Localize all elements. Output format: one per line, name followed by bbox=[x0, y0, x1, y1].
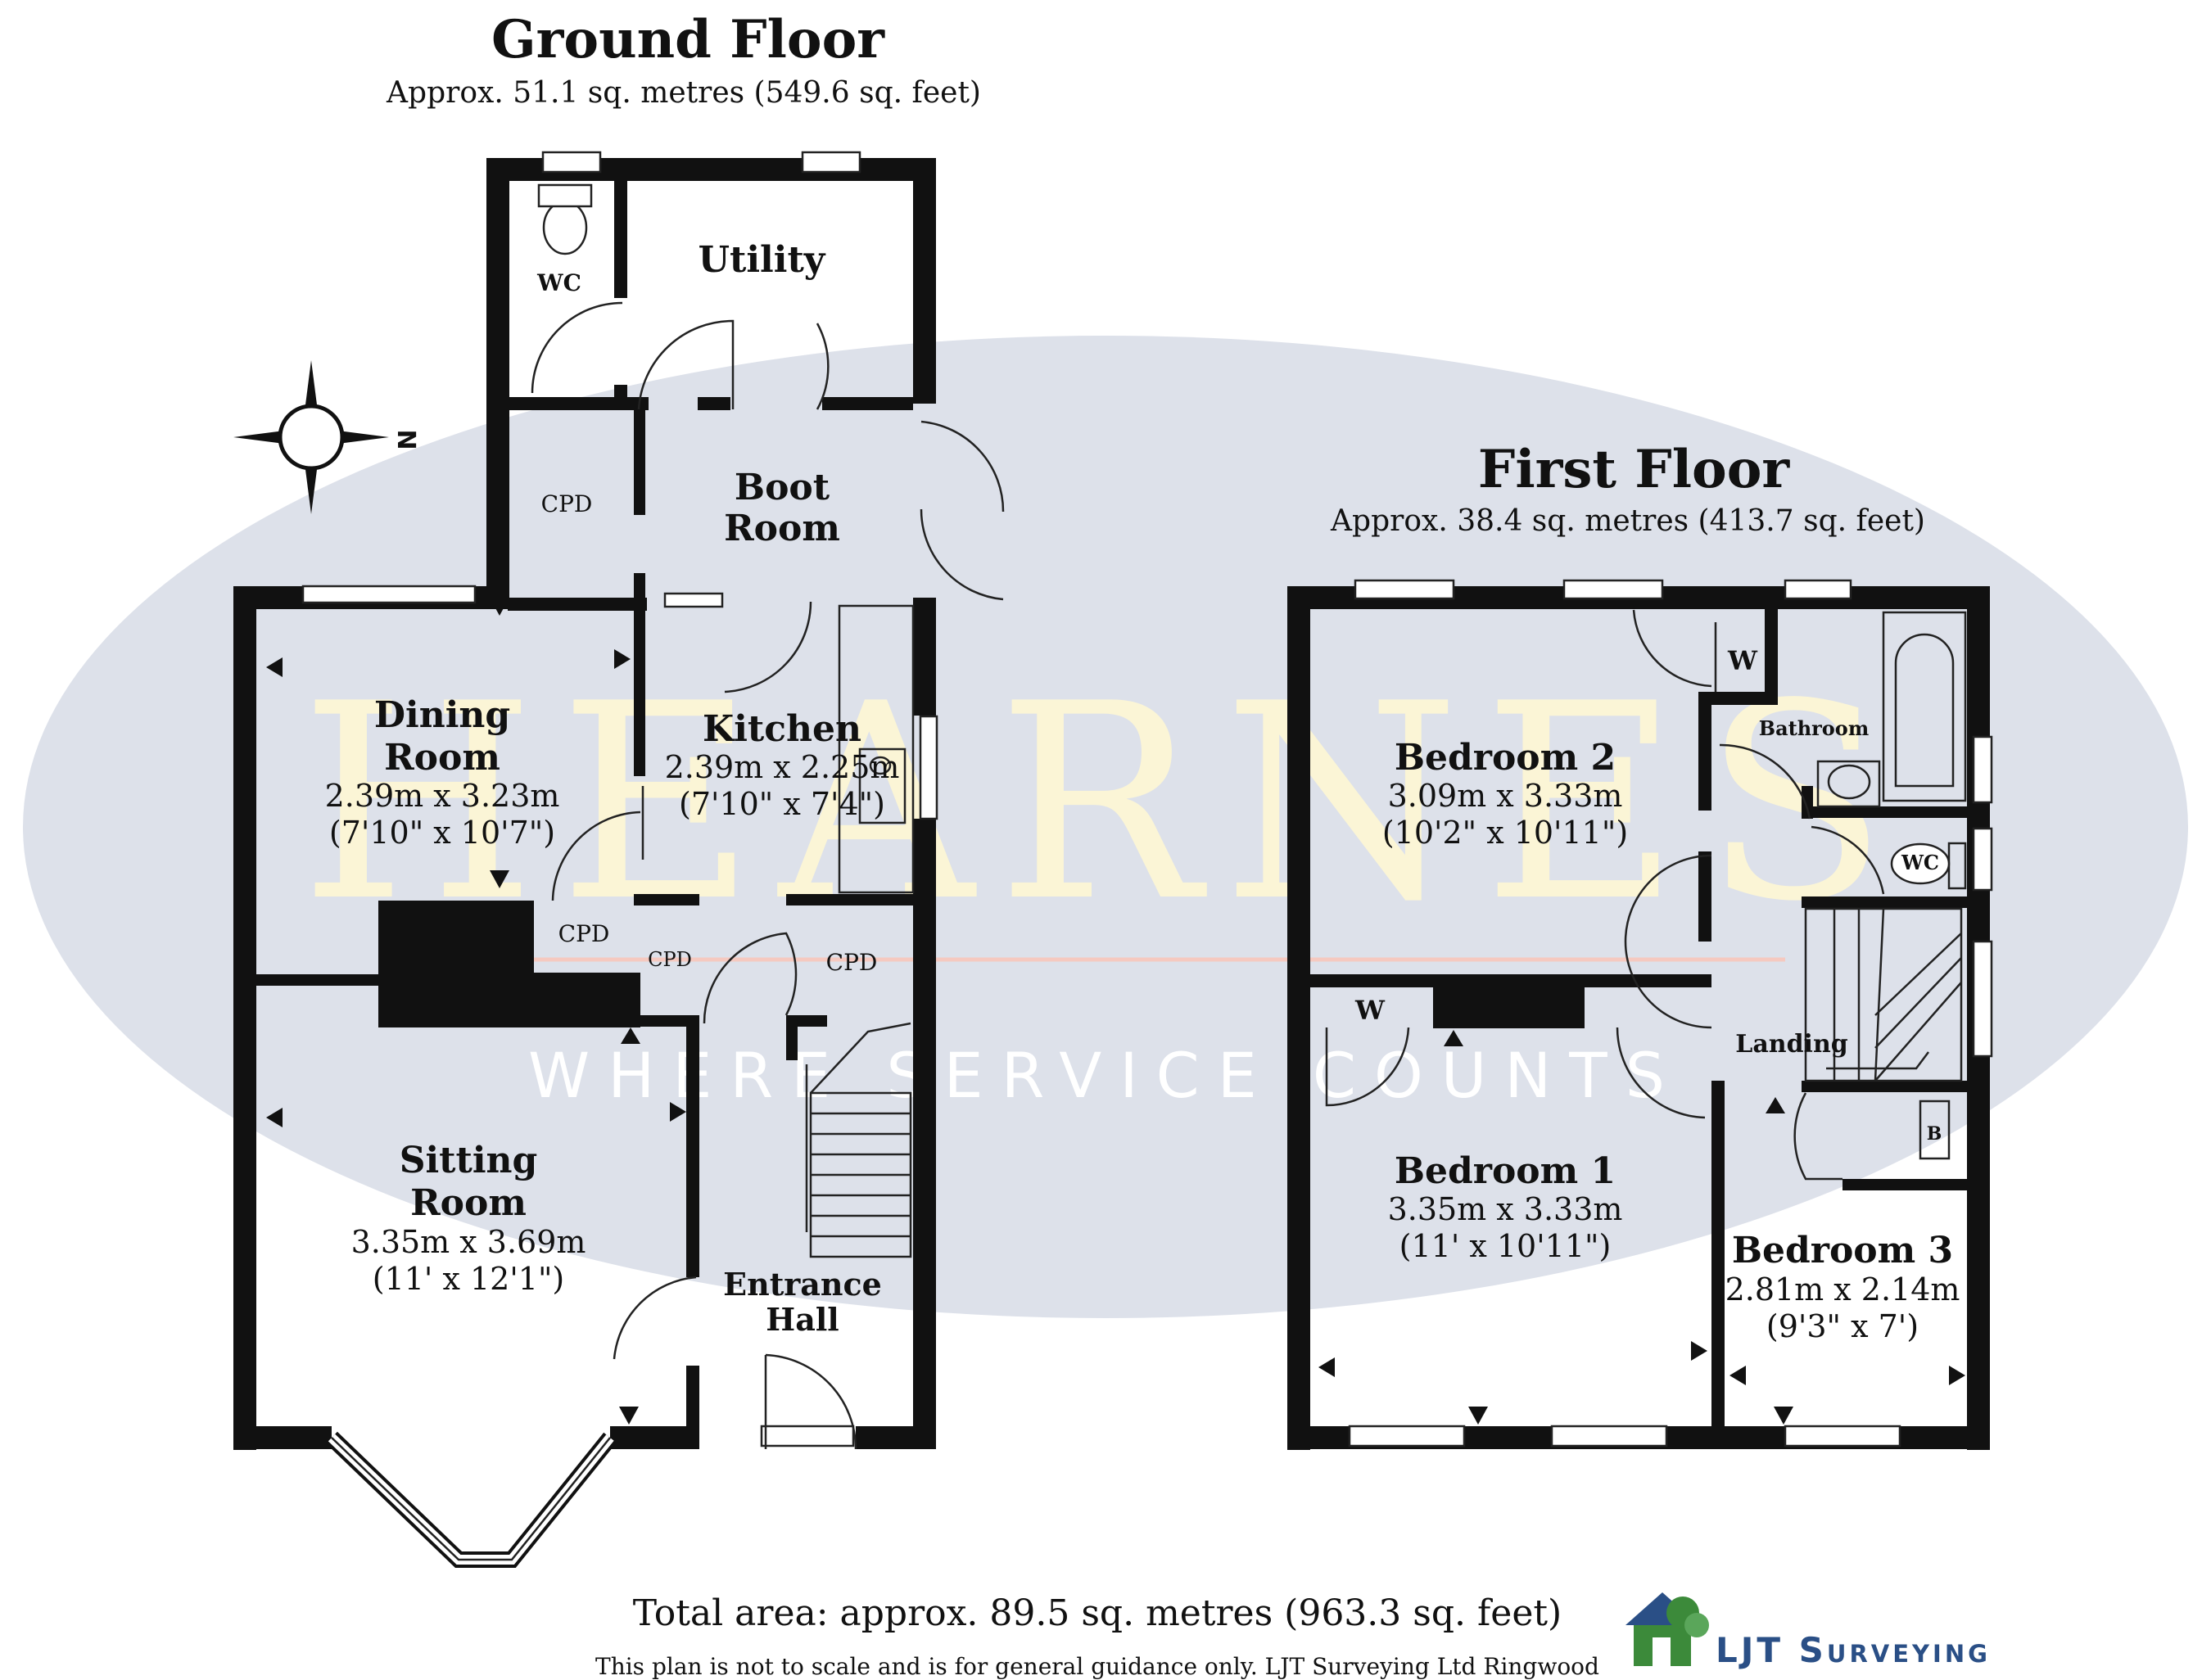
label-boot-room-2: Room bbox=[724, 508, 840, 549]
ljt-logo-text: LJT Surveying bbox=[1716, 1630, 1991, 1670]
label-kitchen-metric: 2.39m x 2.25m bbox=[665, 749, 900, 785]
ljt-logo: LJT Surveying bbox=[1625, 1592, 1991, 1670]
label-wardrobe-top: W bbox=[1727, 645, 1758, 676]
ground-floor-area: Approx. 51.1 sq. metres (549.6 sq. feet) bbox=[386, 76, 981, 110]
total-area: Total area: approx. 89.5 sq. metres (963… bbox=[633, 1592, 1562, 1634]
first-floor-labels: Bedroom 2 3.09m x 3.33m (10'2" x 10'11")… bbox=[1354, 645, 1960, 1344]
label-wardrobe-bed1: W bbox=[1354, 995, 1386, 1026]
label-cpd-dining: CPD bbox=[558, 920, 610, 947]
first-floor-area: Approx. 38.4 sq. metres (413.7 sq. feet) bbox=[1330, 504, 1925, 538]
label-sitting-imperial: (11' x 12'1") bbox=[373, 1261, 565, 1297]
watermark-tagline: WHERE SERVICE COUNTS bbox=[528, 1039, 1683, 1112]
label-bedroom1-imperial: (11' x 10'11") bbox=[1399, 1228, 1612, 1264]
label-ff-wc: WC bbox=[1901, 851, 1939, 874]
first-stairs bbox=[1804, 907, 1963, 1082]
first-floor-fittings bbox=[1318, 609, 1967, 1425]
label-hall-2: Hall bbox=[766, 1301, 839, 1338]
compass-north-label: N bbox=[391, 429, 420, 449]
label-hall-1: Entrance bbox=[723, 1266, 882, 1303]
label-cpd-boot: CPD bbox=[541, 490, 593, 517]
label-sitting-metric: 3.35m x 3.69m bbox=[351, 1224, 586, 1260]
label-utility: Utility bbox=[699, 239, 826, 281]
label-cpd-small: CPD bbox=[648, 948, 692, 971]
ground-floor-windows bbox=[301, 151, 938, 1568]
label-bedroom1: Bedroom 1 bbox=[1395, 1150, 1616, 1192]
ground-stairs bbox=[805, 1022, 912, 1258]
compass-icon: N bbox=[233, 360, 420, 514]
first-floor-title: First Floor bbox=[1478, 439, 1790, 500]
label-bedroom3-imperial: (9'3" x 7') bbox=[1766, 1308, 1919, 1344]
label-bedroom2: Bedroom 2 bbox=[1395, 737, 1616, 779]
label-kitchen-imperial: (7'10" x 7'4") bbox=[679, 786, 885, 822]
label-bedroom2-imperial: (10'2" x 10'11") bbox=[1382, 815, 1628, 851]
label-sitting-1: Sitting bbox=[400, 1140, 538, 1181]
ground-floor-labels: WC Utility CPD Boot Room Kitchen 2.39m x… bbox=[325, 239, 900, 1338]
label-bathroom: Bathroom bbox=[1759, 716, 1869, 740]
label-gf-wc: WC bbox=[536, 269, 581, 296]
label-dining-metric: 2.39m x 3.23m bbox=[325, 778, 560, 814]
label-landing: Landing bbox=[1735, 1030, 1848, 1059]
label-bedroom2-metric: 3.09m x 3.33m bbox=[1388, 778, 1623, 814]
house-logo-icon bbox=[1625, 1592, 1709, 1666]
disclaimer: This plan is not to scale and is for gen… bbox=[595, 1653, 1599, 1680]
label-sitting-2: Room bbox=[410, 1182, 527, 1224]
ground-floor-walls bbox=[233, 158, 936, 1450]
label-dining-2: Room bbox=[384, 737, 500, 779]
label-bedroom1-metric: 3.35m x 3.33m bbox=[1388, 1191, 1623, 1227]
first-floor-windows bbox=[1348, 579, 1993, 1447]
label-bedroom3-metric: 2.81m x 2.14m bbox=[1725, 1271, 1960, 1307]
label-cpd-hall: CPD bbox=[826, 949, 878, 976]
label-dining-imperial: (7'10" x 10'7") bbox=[329, 815, 555, 851]
watermark-brand: HEARNES bbox=[300, 646, 1910, 960]
ground-floor-title: Ground Floor bbox=[491, 9, 885, 70]
label-boiler: B bbox=[1927, 1123, 1942, 1145]
label-kitchen: Kitchen bbox=[703, 708, 861, 750]
label-boot-room-1: Boot bbox=[735, 467, 830, 508]
label-dining-1: Dining bbox=[374, 694, 510, 736]
label-bedroom3: Bedroom 3 bbox=[1732, 1230, 1953, 1271]
ground-floor-doors bbox=[266, 183, 1005, 1450]
